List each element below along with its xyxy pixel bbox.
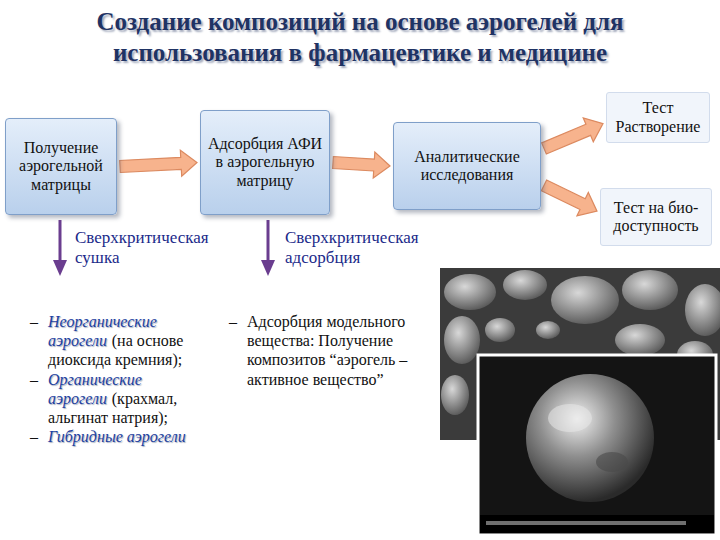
bullet-dash: – [30, 312, 48, 370]
process-box: Аналитические исследования [393, 122, 541, 210]
process-label: Сверхкритическая адсорбция [285, 228, 465, 267]
block-arrow [120, 150, 197, 176]
bullet-list: –Неорганические аэрогели(на основе диокс… [30, 312, 218, 446]
bullet-text: Органические аэрогели(крахмал, альгинат … [48, 370, 218, 428]
bullet-text: Адсорбция модельного вещества: Получение… [247, 312, 437, 389]
bullet-item: –Гибридные аэрогели [30, 427, 218, 446]
title: Создание композиций на основе аэрогелей … [40, 6, 680, 69]
result-box: Тест Растворение [606, 92, 710, 143]
bullet-item: –Органические аэрогели(крахмал, альгинат… [30, 370, 218, 428]
term: Гибридные аэрогели [48, 428, 186, 445]
block-arrow [333, 152, 390, 178]
node-text: Тест на био- доступность [607, 199, 705, 236]
bullet-text: Гибридные аэрогели [48, 427, 218, 446]
result-box: Тест на био- доступность [600, 188, 712, 246]
node-text: Аналитические исследования [400, 148, 534, 185]
process-box: Получение аэрогельной матрицы [5, 118, 117, 215]
bullet-item: –Неорганические аэрогели(на основе диокс… [30, 312, 218, 370]
node-text: Тест Растворение [613, 99, 703, 136]
process-box: Адсорбция АФИ в аэрогельную матрицу [200, 110, 330, 215]
bullet-list: –Адсорбция модельного вещества: Получени… [229, 312, 437, 389]
block-arrow [542, 118, 603, 154]
bullet-dash: – [229, 312, 247, 389]
process-label: Сверхкритическая сушка [75, 228, 255, 267]
node-text: Адсорбция АФИ в аэрогельную матрицу [207, 135, 323, 190]
description: Адсорбция модельного вещества: Получение… [247, 313, 407, 388]
bullet-item: –Адсорбция модельного вещества: Получени… [229, 312, 437, 389]
bullet-dash: – [30, 427, 48, 446]
sem-photo [478, 355, 716, 535]
process-arrow [53, 220, 275, 276]
bullet-dash: – [30, 370, 48, 428]
block-arrow [541, 180, 597, 216]
bullet-text: Неорганические аэрогели(на основе диокси… [48, 312, 218, 370]
node-text: Получение аэрогельной матрицы [12, 139, 110, 194]
